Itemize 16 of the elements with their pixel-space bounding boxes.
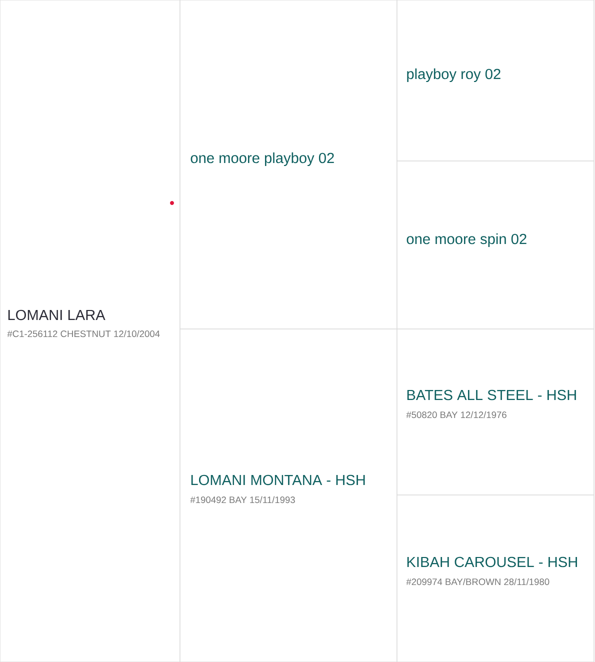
pedigree-cell	[396, 0, 594, 162]
horse-name: KIBAH CAROUSEL - HSH	[407, 556, 577, 568]
registration-details: #C1-256112 CHESTNUT 12/10/2004	[7, 330, 160, 338]
horse-name: one moore spin 02	[406, 233, 526, 248]
horse-name: LOMANI MONTANA - HSH	[191, 474, 365, 486]
registration-details: #209974 BAY/BROWN 28/11/1980	[406, 578, 550, 586]
pedigree-cell	[396, 494, 594, 662]
pedigree-cell	[396, 160, 594, 330]
registration-details: #190492 BAY 15/11/1993	[190, 496, 295, 504]
pedigree-cell	[0, 0, 180, 662]
horse-name: one moore playboy 02	[190, 152, 334, 166]
horse-name: LOMANI LARA	[8, 310, 106, 320]
registration-details: #50820 BAY 12/12/1976	[406, 411, 506, 418]
pedigree-cell	[396, 328, 594, 496]
horse-name: playboy roy 02	[407, 68, 500, 82]
horse-name: BATES ALL STEEL - HSH	[407, 390, 576, 400]
